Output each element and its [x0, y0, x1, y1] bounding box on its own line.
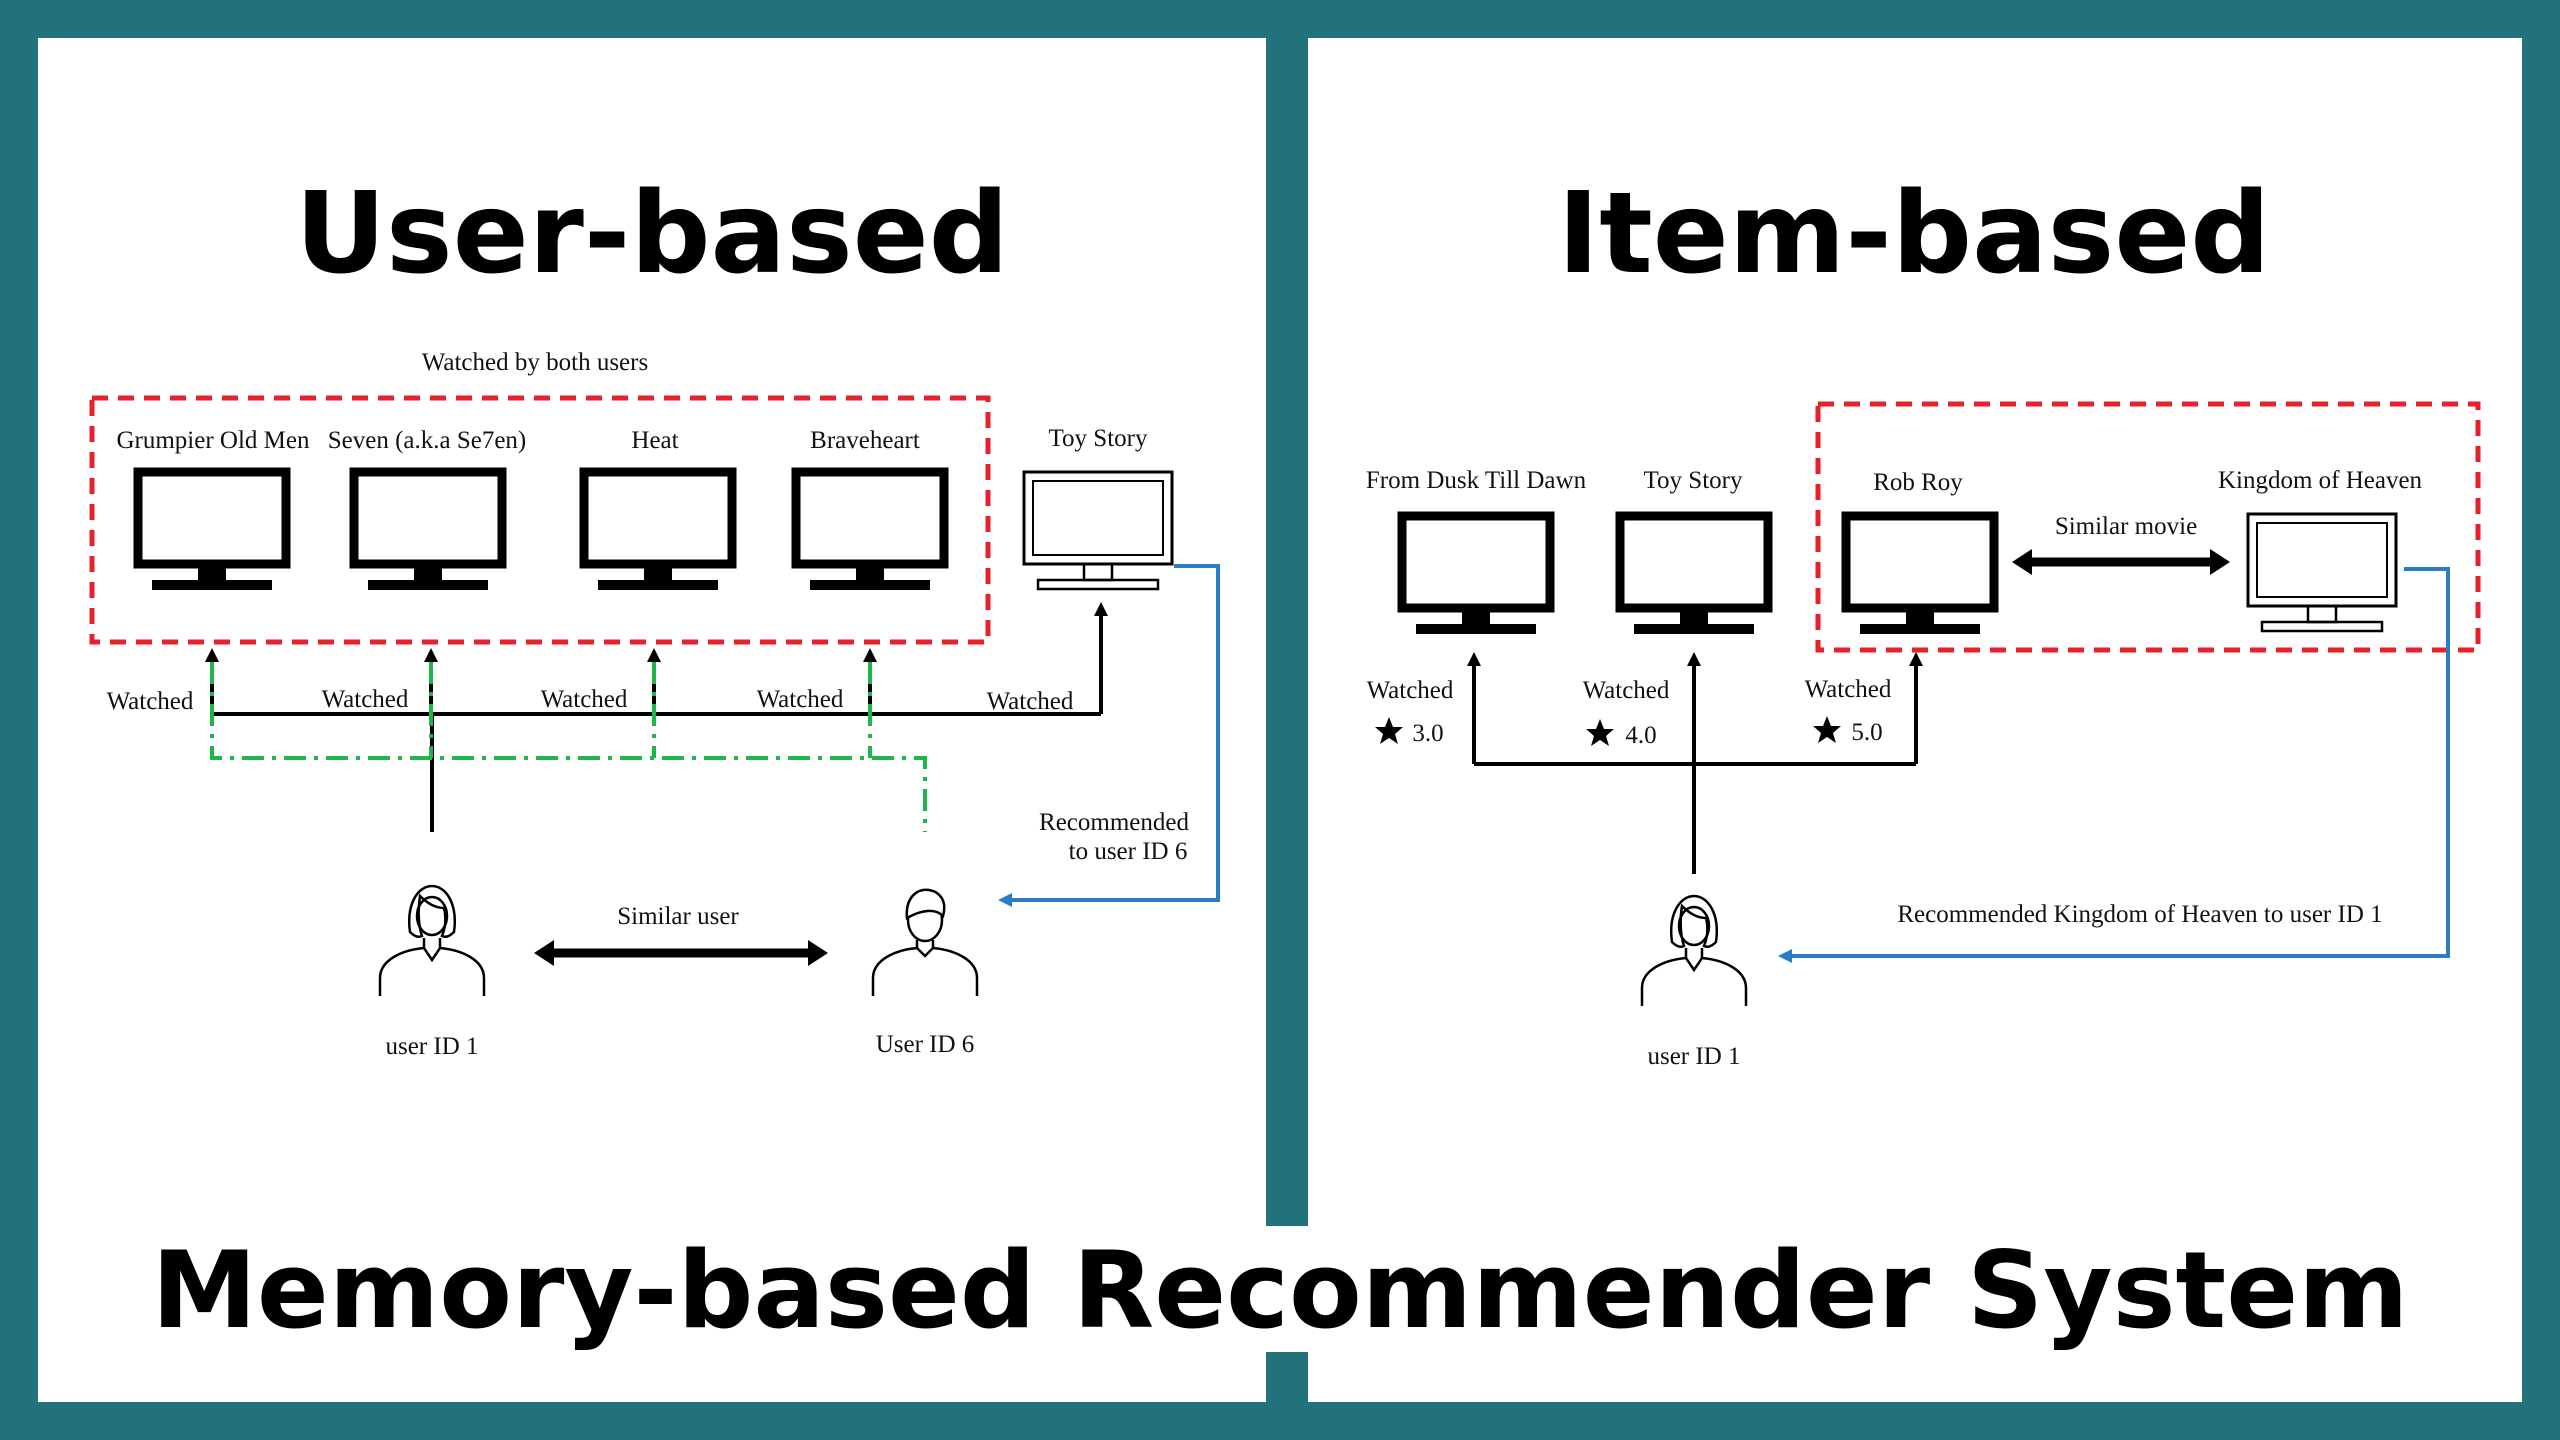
main-title: Memory-based Recommender System	[151, 1229, 2408, 1352]
user1-label: user ID 1	[385, 1033, 478, 1060]
item-based-title: Item-based	[1558, 169, 2271, 299]
user-watch-lines	[1472, 664, 1918, 874]
watched-label: Watched	[757, 686, 844, 713]
user-female-icon	[378, 884, 486, 998]
item-based-panel: Item-based From Dusk Till Dawn Toy Story…	[1308, 38, 2522, 1402]
monitor-icon	[1402, 516, 1550, 634]
monitor-icon	[1846, 516, 1994, 634]
recommend-arrowhead	[998, 893, 1012, 907]
group-label: Watched by both users	[422, 349, 648, 376]
recommend-line	[1008, 564, 1220, 902]
arrow-left-icon	[534, 940, 554, 966]
arrowheads	[205, 602, 1108, 662]
footer-band: Memory-based Recommender System	[38, 1226, 2522, 1352]
similar-user-label: Similar user	[617, 903, 739, 930]
recommended-label: Recommended Kingdom of Heaven to user ID…	[1897, 901, 2382, 928]
user-label: user ID 1	[1647, 1043, 1740, 1070]
arrowheads	[1467, 652, 1923, 666]
watched-label: Watched	[541, 686, 628, 713]
recommended-label: to user ID 6	[1069, 838, 1188, 865]
movie-label: Seven (a.k.a Se7en)	[328, 427, 527, 454]
arrow-right-icon	[2210, 549, 2230, 575]
movie-label: Toy Story	[1049, 425, 1148, 452]
monitor-icon	[2246, 512, 2398, 633]
monitor-icon	[1022, 470, 1174, 591]
star-icon	[1586, 719, 1614, 746]
watched-label: Watched	[1805, 676, 1892, 703]
movie-label: Heat	[631, 427, 678, 454]
rating-value: 4.0	[1625, 722, 1656, 749]
monitor-icon	[584, 472, 732, 590]
arrow-left-icon	[2012, 549, 2032, 575]
rating-value: 3.0	[1412, 720, 1443, 747]
similar-movies-box	[1815, 401, 2481, 653]
watched-label: Watched	[107, 688, 194, 715]
rating-value: 5.0	[1851, 719, 1882, 746]
similar-movie-label: Similar movie	[2055, 513, 2197, 540]
user-based-panel: User-based Watched by both users Grumpie…	[38, 38, 1266, 1402]
monitor-icon	[796, 472, 944, 590]
monitor-icon	[1620, 516, 1768, 634]
user-female-icon	[1640, 894, 1748, 1008]
shared-movies-box	[89, 395, 991, 645]
watched-label: Watched	[1367, 677, 1454, 704]
movie-label: Toy Story	[1644, 467, 1743, 494]
watched-label: Watched	[322, 686, 409, 713]
user-based-title: User-based	[295, 169, 1009, 299]
item-based-diagram: Item-based From Dusk Till Dawn Toy Story…	[1366, 169, 2481, 1070]
user1-watch-lines	[210, 612, 1103, 832]
movie-label: From Dusk Till Dawn	[1366, 467, 1587, 494]
user6-watch-lines	[210, 662, 927, 832]
recommend-line	[1788, 567, 2450, 958]
arrow-right-icon	[808, 940, 828, 966]
monitor-icon	[138, 472, 286, 590]
star-icon	[1813, 716, 1841, 743]
movie-label: Kingdom of Heaven	[2218, 467, 2423, 494]
user-based-diagram: User-based Watched by both users Grumpie…	[89, 169, 1220, 1060]
monitor-icon	[354, 472, 502, 590]
user6-label: User ID 6	[876, 1031, 975, 1058]
watched-label: Watched	[1583, 677, 1670, 704]
user-male-icon	[871, 888, 979, 998]
movie-label: Braveheart	[810, 427, 920, 454]
movie-label: Grumpier Old Men	[116, 427, 310, 454]
recommended-label: Recommended	[1039, 809, 1189, 836]
watched-label: Watched	[987, 688, 1074, 715]
recommend-arrowhead	[1778, 949, 1792, 963]
star-icon	[1375, 717, 1403, 744]
movie-label: Rob Roy	[1873, 469, 1963, 496]
